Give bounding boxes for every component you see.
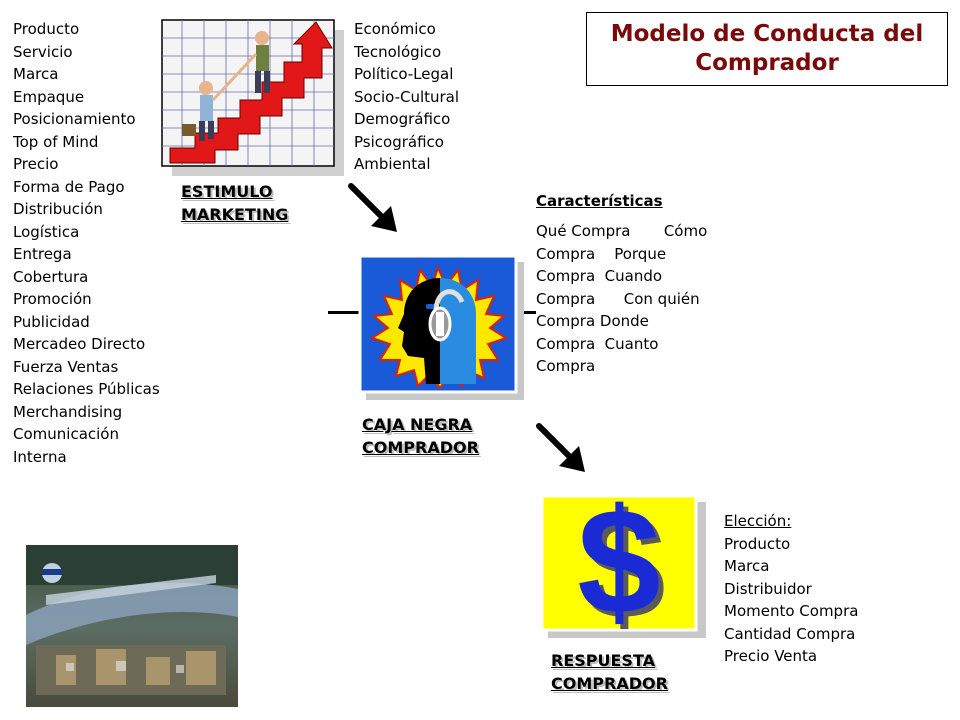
black-box-image [358,254,524,400]
marketing-item: Cobertura [13,267,89,286]
black-box-label: CAJA NEGRA COMPRADOR [362,413,479,459]
characteristics-item: Compra [536,357,596,375]
factory-photo [26,545,238,707]
dollar-symbol: $ [577,494,660,638]
environment-item: Económico [354,20,436,38]
marketing-item: Marca [13,65,59,83]
black-box-label-line-2: COMPRADOR [362,438,479,457]
environment-item: Psicográfico [354,132,444,151]
factory-photo-image [26,545,238,707]
response-label: RESPUESTA COMPRADOR [551,649,668,695]
marketing-item: Forma de Pago [13,177,125,196]
choice-item: Producto [724,534,791,553]
marketing-item: Relaciones Públicas [13,380,160,398]
environment-item: Tecnológico [354,42,442,61]
stimulus-label: ESTIMULO MARKETING [181,180,288,226]
marketing-item: Empaque [13,87,85,106]
stimulus-label-line-1: ESTIMULO [181,182,273,201]
choice-item: Momento Compra [724,602,859,620]
stimulus-image [160,18,348,176]
connector-line-right [520,311,536,314]
arrow-down-right-icon [536,423,585,472]
arrow-down-right-icon [348,183,397,232]
rising-stairs-arrow-icon [161,19,344,176]
marketing-item: Logística [13,222,80,241]
environment-item: Ambiental [354,155,431,173]
response-image: $ $ [540,477,706,650]
page-title: Modelo de Conducta del Comprador [610,21,924,76]
marketing-item: Mercadeo Directo [13,335,146,353]
stimulus-label-line-2: MARKETING [181,205,289,224]
marketing-item: Publicidad [13,312,90,331]
dollar-sign-icon: $ $ [540,477,706,650]
environment-item: Demográfico [354,110,451,128]
characteristics-item: Compra Con quién [536,289,700,308]
characteristics-item: Compra Donde [536,312,649,330]
choice-item: Cantidad Compra [724,624,856,643]
marketing-item: Interna [13,447,67,466]
black-box-label-line-1: CAJA NEGRA [362,415,473,434]
marketing-item: Entrega [13,245,72,263]
marketing-item: Fuerza Ventas [13,357,119,376]
environment-item: Político-Legal [354,65,454,83]
connector-line-left [328,311,360,314]
marketing-item: Distribución [13,200,103,218]
svg-text:$: $ [582,494,665,638]
response-label-line-1: RESPUESTA [551,651,655,670]
characteristics-item: Compra Porque [536,244,667,263]
response-label-line-2: COMPRADOR [551,674,668,693]
marketing-item: Promoción [13,290,92,308]
marketing-item: Top of Mind [13,132,99,151]
marketing-item: Servicio [13,42,73,61]
marketing-item: Precio [13,155,59,173]
choice-item: Marca [724,557,770,575]
characteristics-item: Compra Cuanto [536,334,659,353]
choice-heading: Elección: [724,512,792,530]
marketing-item: Comunicación [13,425,119,443]
characteristics-item: Qué Compra Cómo [536,222,708,240]
characteristics-item: Compra Cuando [536,267,663,285]
marketing-item: Merchandising [13,402,123,421]
environment-item: Socio-Cultural [354,87,460,106]
title-box: Modelo de Conducta del Comprador [586,12,948,86]
choice-item: Precio Venta [724,647,818,665]
head-with-headphones-icon [358,254,524,400]
characteristics-heading: Características [536,192,663,210]
choice-item: Distribuidor [724,579,812,598]
marketing-item: Producto [13,20,80,38]
marketing-item: Posicionamiento [13,110,136,128]
